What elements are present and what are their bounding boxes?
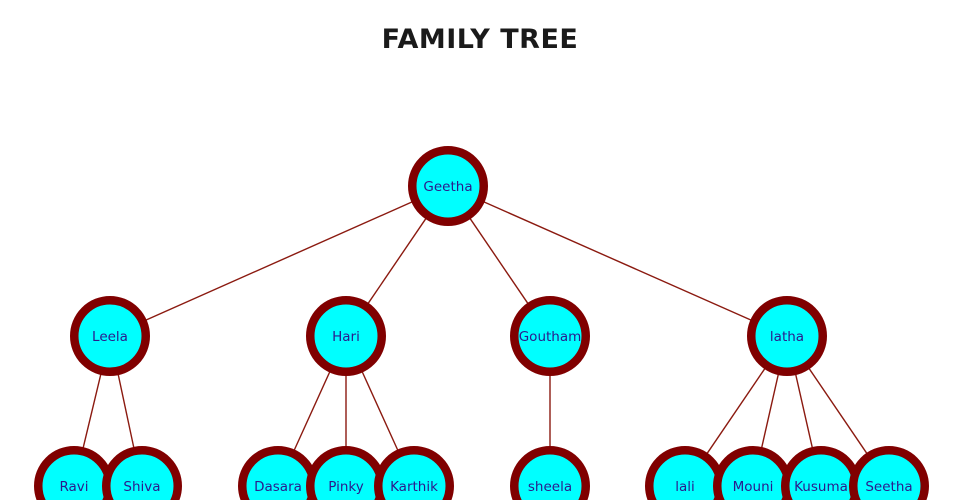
- tree-node-dasara[interactable]: Dasara: [238, 446, 318, 500]
- node-circle-hari[interactable]: [306, 296, 386, 376]
- node-label-leela: Leela: [92, 329, 128, 345]
- tree-node-karthik[interactable]: Karthik: [374, 446, 454, 500]
- tree-edge-hari-dasara: [293, 370, 331, 452]
- tree-node-kusuma[interactable]: Kusuma: [781, 446, 861, 500]
- tree-node-geetha[interactable]: Geetha: [408, 146, 488, 226]
- tree-node-leela[interactable]: Leela: [70, 296, 150, 376]
- node-circle-karthik[interactable]: [374, 446, 454, 500]
- tree-edge-latha-mouni: [760, 372, 780, 450]
- node-label-karthik: Karthik: [390, 479, 438, 495]
- node-circle-leela[interactable]: [70, 296, 150, 376]
- node-label-kusuma: Kusuma: [794, 479, 848, 495]
- tree-edge-leela-ravi: [82, 372, 102, 450]
- tree-edge-geetha-hari: [366, 217, 428, 305]
- node-label-latha: latha: [770, 329, 804, 345]
- tree-edge-latha-kusuma: [794, 372, 814, 450]
- tree-node-pinky[interactable]: Pinky: [306, 446, 386, 500]
- page-title: FAMILY TREE: [381, 24, 579, 55]
- tree-node-lali[interactable]: lali: [645, 446, 725, 500]
- node-circle-goutham[interactable]: [510, 296, 590, 376]
- tree-edge-latha-lali: [705, 367, 767, 455]
- tree-edge-hari-karthik: [361, 370, 399, 452]
- node-label-geetha: Geetha: [423, 179, 472, 195]
- node-label-ravi: Ravi: [59, 479, 88, 495]
- node-label-mouni: Mouni: [733, 479, 774, 495]
- tree-node-latha[interactable]: latha: [747, 296, 827, 376]
- tree-node-goutham[interactable]: Goutham: [510, 296, 590, 376]
- node-label-pinky: Pinky: [328, 479, 363, 495]
- tree-node-hari[interactable]: Hari: [306, 296, 386, 376]
- node-circle-sheela[interactable]: [510, 446, 590, 500]
- tree-node-ravi[interactable]: Ravi: [34, 446, 114, 500]
- tree-edge-geetha-goutham: [468, 217, 530, 305]
- tree-node-seetha[interactable]: Seetha: [849, 446, 929, 500]
- node-label-dasara: Dasara: [254, 479, 302, 495]
- tree-node-shiva[interactable]: Shiva: [102, 446, 182, 500]
- node-label-sheela: sheela: [528, 479, 572, 495]
- tree-edge-geetha-latha: [482, 200, 753, 322]
- node-label-seetha: Seetha: [865, 479, 912, 495]
- node-label-shiva: Shiva: [123, 479, 160, 495]
- node-circle-seetha[interactable]: [849, 446, 929, 500]
- tree-edge-leela-shiva: [117, 373, 135, 449]
- node-circle-shiva[interactable]: [102, 446, 182, 500]
- node-label-lali: lali: [675, 479, 695, 495]
- tree-node-sheela[interactable]: sheela: [510, 446, 590, 500]
- tree-node-mouni[interactable]: Mouni: [713, 446, 793, 500]
- node-circle-geetha[interactable]: [408, 146, 488, 226]
- node-label-goutham: Goutham: [519, 329, 582, 345]
- tree-edge-geetha-leela: [144, 200, 414, 322]
- node-label-hari: Hari: [332, 329, 360, 345]
- node-circle-latha[interactable]: [747, 296, 827, 376]
- tree-edge-latha-seetha: [807, 367, 869, 455]
- edges-layer: [82, 200, 869, 455]
